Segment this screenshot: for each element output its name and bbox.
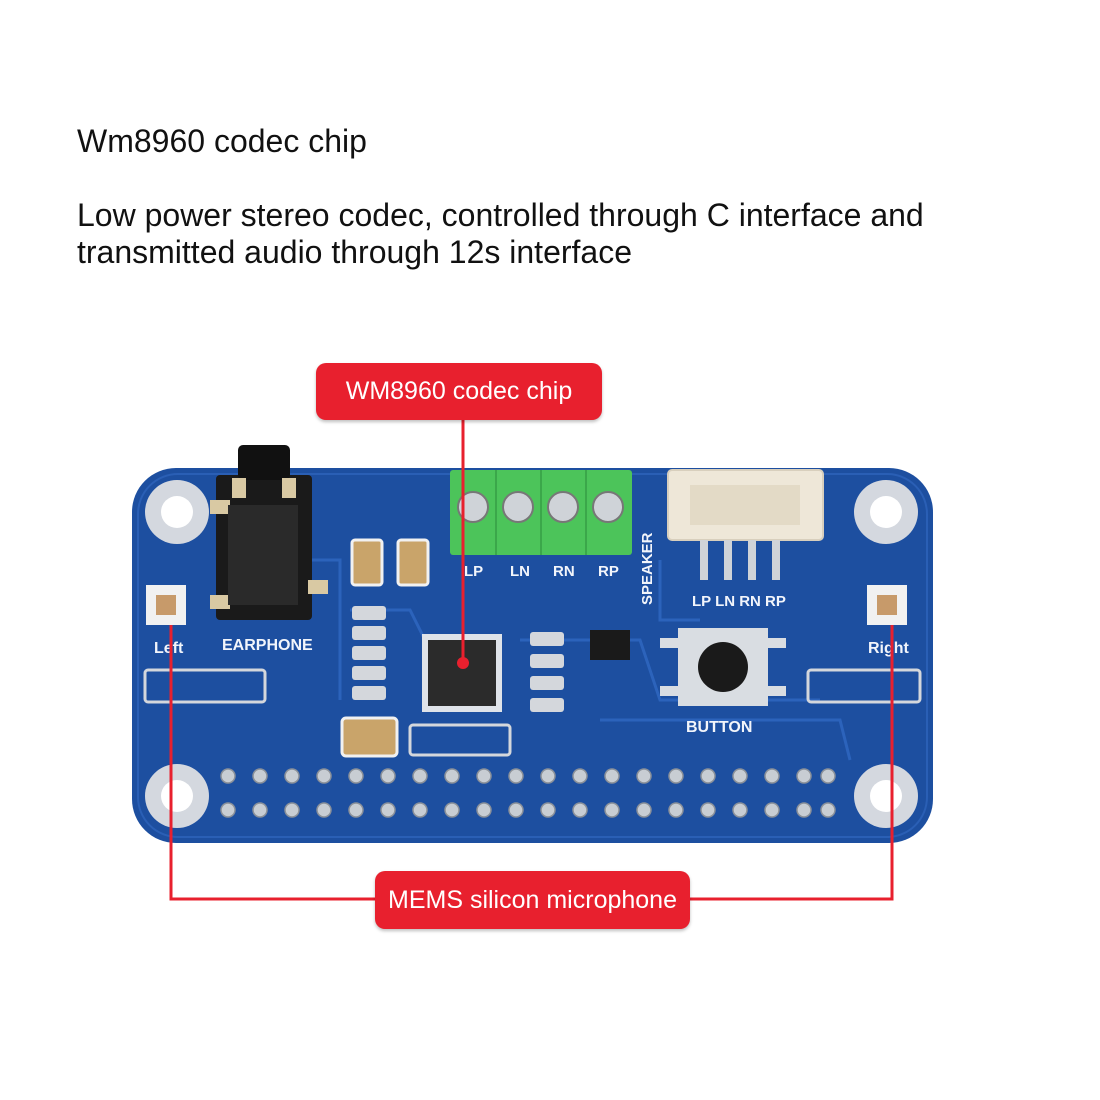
label-button: BUTTON [686,719,752,736]
label-right: Right [868,640,910,657]
callout-codec-chip: WM8960 codec chip [316,363,602,420]
page-description: Low power stereo codec, controlled throu… [77,197,924,270]
label-left: Left [154,640,184,657]
label-terminal-rp: RP [598,563,619,580]
capacitors [350,538,430,587]
microphone-right [867,585,907,625]
label-speaker: SPEAKER [639,532,656,605]
page-heading: Wm8960 codec chip [77,123,367,159]
mounting-holes [145,480,918,828]
earphone-jack [210,445,328,620]
callout-mems-microphone: MEMS silicon microphone [375,871,690,929]
label-terminal-rn: RN [553,563,575,580]
microphone-left [146,585,186,625]
label-terminal-ln: LN [510,563,530,580]
label-header-pins: LP LN RN RP [692,593,786,610]
screw-terminal [450,470,632,555]
gpio-header [220,768,836,818]
callout-leader-lines [169,420,894,901]
push-button [660,628,786,706]
label-terminal-lp: LP [464,563,483,580]
speaker-connector [667,469,824,580]
label-earphone: EARPHONE [222,637,313,654]
smd-components [143,606,922,758]
